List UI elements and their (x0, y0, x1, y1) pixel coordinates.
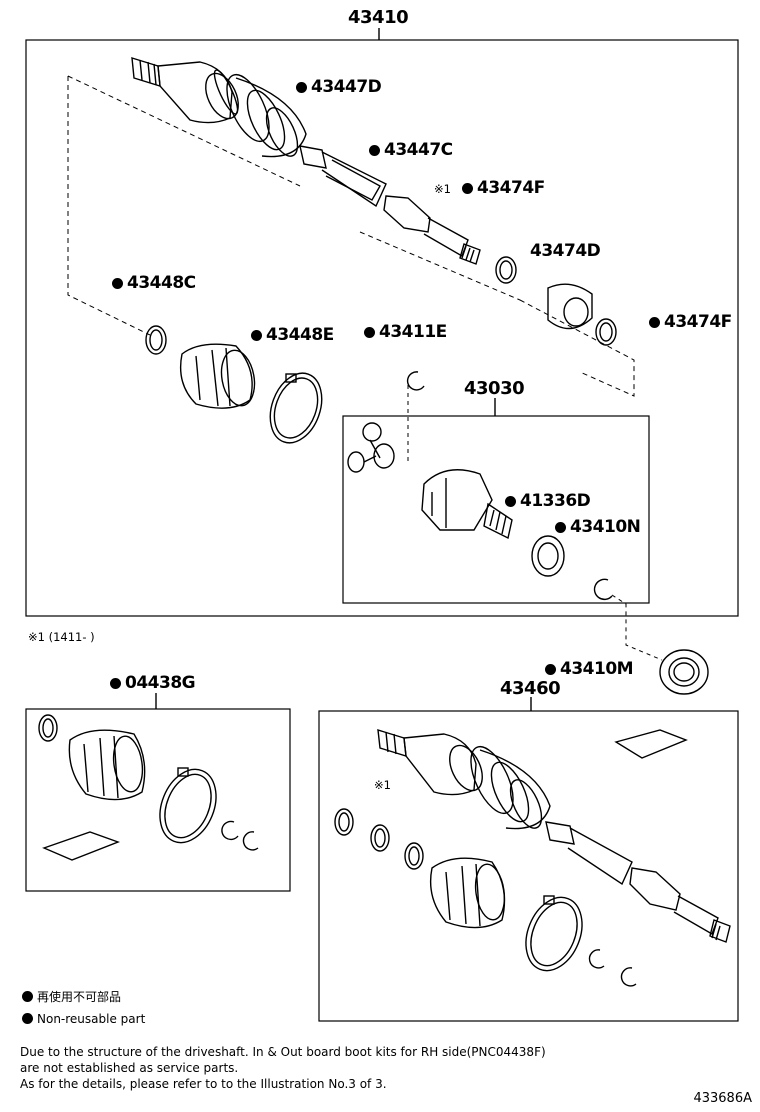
label-43447D-text: 43447D (311, 77, 382, 97)
rh-clamp-band (525, 895, 583, 972)
label-43447D: 43447D (296, 77, 382, 97)
label-43410N-text: 43410N (570, 517, 641, 537)
boot-kit-04438G (38, 714, 259, 861)
illustration-number: 433686A (693, 1091, 752, 1106)
label-43030: 43030 (464, 378, 525, 399)
frame-43410 (25, 39, 739, 617)
label-43448C: 43448C (112, 275, 196, 292)
rh-boot (429, 857, 506, 929)
inboard-joint-43030 (347, 422, 513, 540)
label-43410M: 43410M (545, 659, 634, 679)
label-43448C-text: 43448C (127, 273, 196, 293)
label-41336D-text: 41336D (520, 491, 591, 511)
non-reusable-dot-icon (545, 664, 556, 675)
explode-link-bearing (611, 594, 663, 661)
non-reusable-dot-icon (22, 991, 33, 1002)
non-reusable-dot-icon (112, 278, 123, 289)
label-04438G-text: 04438G (125, 673, 196, 693)
footnote-line-1: Due to the structure of the driveshaft. … (20, 1045, 546, 1059)
label-43448E: 43448E (251, 327, 334, 344)
frame-43460 (318, 710, 739, 1022)
label-43447C-text: 43447C (384, 140, 453, 160)
label-43410: 43410 (348, 7, 409, 28)
footnote-line-3: As for the details, please refer to to t… (20, 1077, 387, 1091)
label-43474F-top: 43474F (462, 180, 545, 197)
label-43474F-right: 43474F (649, 314, 732, 331)
label-43460: 43460 (500, 678, 561, 699)
note-mark-rh: ※1 (374, 778, 391, 792)
snap-ring-43411E (406, 371, 425, 391)
label-43474F-top-text: 43474F (477, 178, 545, 198)
legend-jp-text: 再使用不可部品 (37, 990, 122, 1004)
clamp-43448E (269, 372, 323, 444)
non-reusable-dot-icon (364, 327, 375, 338)
non-reusable-dot-icon (296, 82, 307, 93)
label-43410M-text: 43410M (560, 659, 634, 679)
boot-inboard (179, 343, 256, 409)
label-43447C: 43447C (369, 142, 453, 159)
bearing-43410M (659, 649, 709, 695)
rh-snap-ring-1 (588, 949, 605, 969)
label-41336D: 41336D (505, 491, 591, 511)
legend-en: Non-reusable part (22, 1013, 145, 1025)
label-43411E: 43411E (364, 324, 447, 341)
note-mark-range: ※1 (1411- ) (28, 630, 95, 644)
explode-outline (67, 75, 635, 397)
footnote-line-2: are not established as service parts. (20, 1061, 239, 1075)
non-reusable-dot-icon (251, 330, 262, 341)
non-reusable-dot-icon (505, 496, 516, 507)
rh-clamps (334, 808, 424, 870)
frame-04438G (25, 708, 291, 892)
label-04438G: 04438G (110, 673, 196, 693)
seal-41336D (531, 535, 565, 577)
snap-ring-43410N (593, 578, 613, 601)
note-mark-top: ※1 (434, 182, 451, 196)
legend-jp: 再使用不可部品 (22, 991, 121, 1003)
non-reusable-dot-icon (555, 522, 566, 533)
label-43411E-text: 43411E (379, 322, 447, 342)
legend-en-text: Non-reusable part (37, 1012, 146, 1026)
non-reusable-dot-icon (369, 145, 380, 156)
non-reusable-dot-icon (649, 317, 660, 328)
label-43474D: 43474D (530, 241, 601, 261)
clamp-43474F-top (495, 256, 517, 284)
frame-43030 (342, 415, 650, 604)
non-reusable-dot-icon (22, 1013, 33, 1024)
driveshaft-43410 (131, 57, 481, 265)
label-43448E-text: 43448E (266, 325, 334, 345)
label-43410N: 43410N (555, 517, 641, 537)
non-reusable-dot-icon (110, 678, 121, 689)
rh-snap-ring-2 (620, 967, 637, 987)
clamp-43448C (145, 325, 167, 355)
label-43474F-right-text: 43474F (664, 312, 732, 332)
damper-43474D (547, 283, 593, 330)
clamp-43474F-right (595, 318, 617, 346)
non-reusable-dot-icon (462, 183, 473, 194)
driveshaft-43460 (377, 729, 731, 943)
